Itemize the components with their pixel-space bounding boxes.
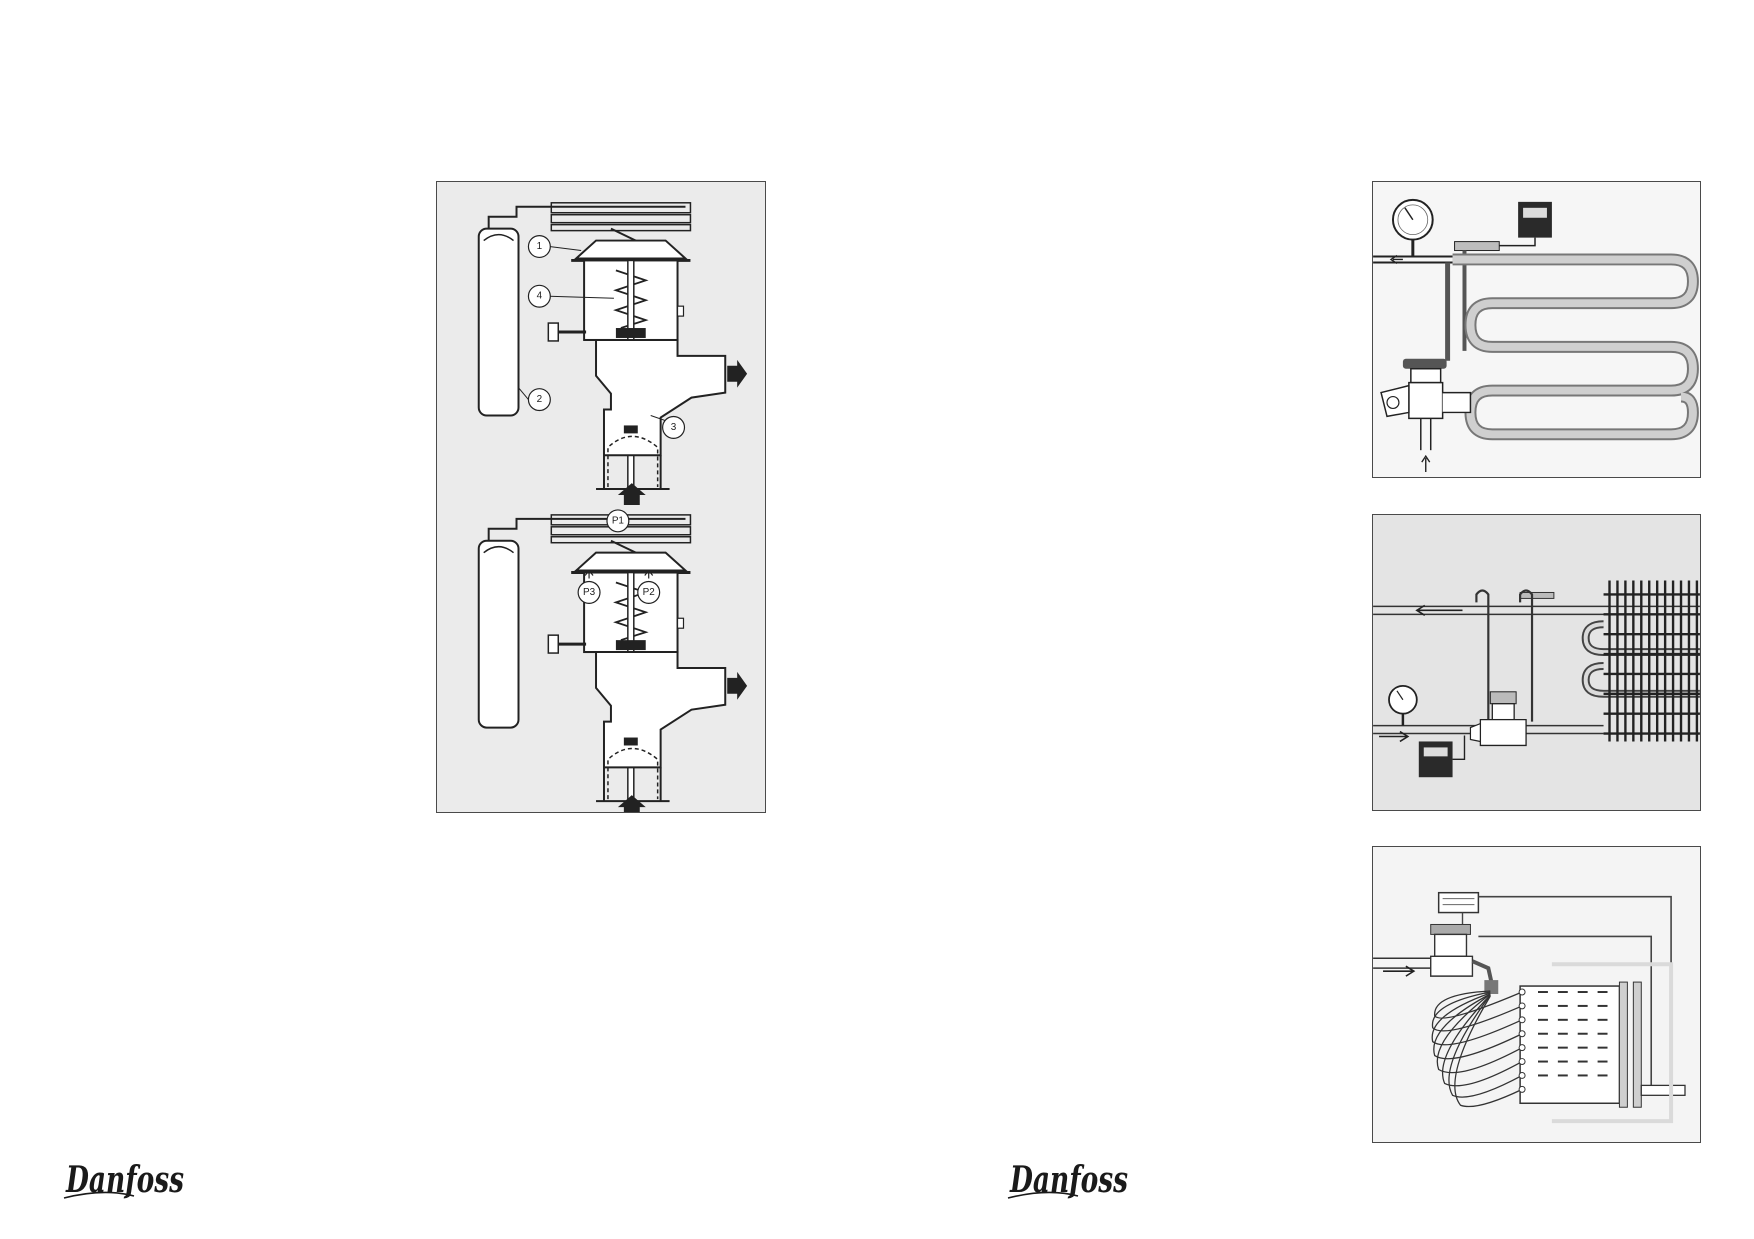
evaporator-distributor-figure — [1372, 846, 1701, 1143]
evaporator-finned-figure — [1372, 514, 1701, 811]
callout-4: 4 — [537, 291, 543, 302]
valve-top: 1 4 2 3 — [477, 201, 749, 507]
callout-3: 3 — [671, 422, 677, 433]
callout-2: 2 — [537, 394, 543, 405]
valve-bottom: P1 P3 P2 — [477, 509, 749, 812]
danfoss-logo-right: Danfoss — [1007, 1159, 1132, 1202]
callout-1: 1 — [537, 241, 543, 252]
danfoss-logo-left: Danfoss — [63, 1159, 188, 1202]
valve-diagram: 1 4 2 3 P1 P3 P2 — [477, 201, 749, 812]
callout-p3: P3 — [583, 587, 596, 598]
valve-diagram-panel: 1 4 2 3 P1 P3 P2 — [436, 181, 766, 813]
evaporator-serpentine-figure — [1372, 181, 1701, 478]
callout-p2: P2 — [643, 587, 656, 598]
callout-p1: P1 — [612, 515, 625, 526]
